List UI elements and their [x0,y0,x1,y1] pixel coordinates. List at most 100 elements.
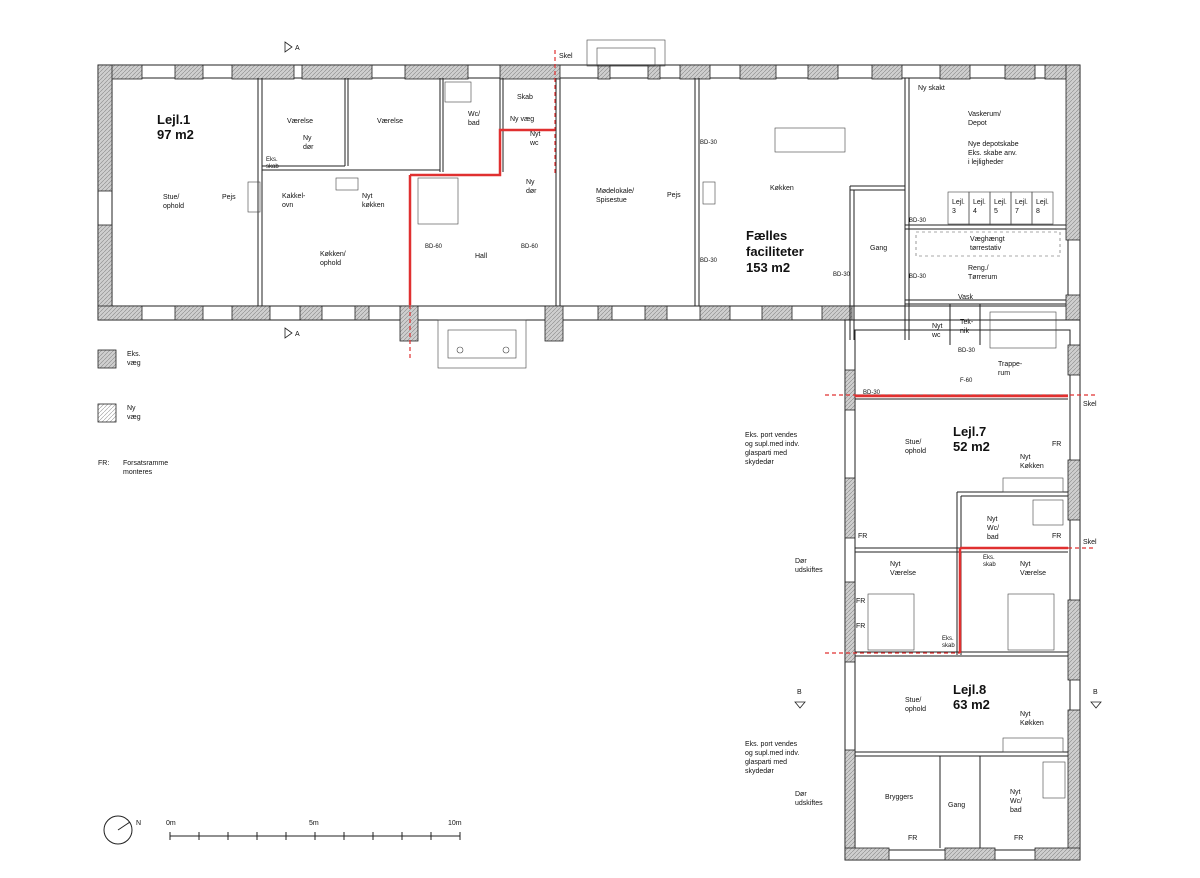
svg-text:Nyt: Nyt [987,516,998,523]
storage-locker-label: Lejl. [1036,199,1049,206]
svg-text:Depot: Depot [968,120,987,127]
legend-new-wall-swatch [97,403,117,423]
svg-text:ophold: ophold [163,203,184,210]
svg-text:Værelse: Værelse [890,570,916,577]
apt7-area: 52 m2 [953,439,990,454]
svg-text:BD-30: BD-30 [700,258,718,264]
svg-text:Ny: Ny [127,405,136,412]
apt1-name: Lejl.1 [157,112,190,127]
svg-text:Pejs: Pejs [222,194,236,201]
svg-text:skab: skab [942,643,955,649]
svg-text:Vaskerum/: Vaskerum/ [968,111,1001,118]
svg-text:Wc/: Wc/ [468,111,480,118]
svg-text:Eks. port vendes: Eks. port vendes [745,432,798,439]
svg-text:skydedør: skydedør [745,459,774,466]
svg-text:Nyt: Nyt [1020,711,1031,718]
svg-text:tørrestativ: tørrestativ [970,245,1002,252]
svg-text:køkken: køkken [362,202,385,209]
notes: Eks. port vendes og supl.med indv. glasp… [745,432,823,807]
svg-text:Wc/: Wc/ [1010,798,1022,805]
svg-text:Tørrerum: Tørrerum [968,274,997,281]
svg-text:10m: 10m [448,820,462,827]
boundary-label-mid: Skel [1083,401,1097,408]
svg-text:Nyt: Nyt [890,561,901,568]
section-marker-a-bottom: A [284,327,300,339]
svg-text:Mødelokale/: Mødelokale/ [596,188,634,195]
storage-locker [1031,191,1054,225]
svg-text:Værelse: Værelse [1020,570,1046,577]
svg-text:nik: nik [960,328,969,335]
storage-locker-label: Lejl. [973,199,986,206]
svg-text:Nyt: Nyt [362,193,373,200]
section-marker-b-left: B [794,689,806,709]
svg-text:BD-30: BD-30 [909,218,927,224]
svg-text:B: B [797,689,802,696]
door-ratings: BD-60 BD-60 BD-30 BD-30 BD-30 BD-30 BD-3… [425,140,1061,842]
svg-text:Vask: Vask [958,294,974,301]
svg-text:BD-30: BD-30 [833,272,851,278]
svg-text:N: N [136,820,141,827]
svg-text:skab: skab [266,164,279,170]
svg-text:Eks.: Eks. [983,555,995,561]
svg-text:BD-30: BD-30 [958,348,976,354]
south-wing-walls [825,319,1095,861]
svg-text:Nyt: Nyt [1010,789,1021,796]
room-hall: Hall [475,253,488,260]
svg-text:Dør: Dør [795,558,807,565]
svg-text:FR: FR [856,598,865,605]
svg-text:A: A [295,45,300,52]
svg-text:FR: FR [1052,533,1061,540]
boundary-label-top: Skel [559,53,573,60]
room-vaerelse-2: Værelse [377,118,403,125]
svg-text:glasparti med: glasparti med [745,450,787,457]
svg-text:Eks. port vendes: Eks. port vendes [745,741,798,748]
svg-text:BD-60: BD-60 [425,244,443,250]
svg-text:Gang: Gang [948,802,965,809]
room-labels: Værelse Værelse Ny dør Eks. skab Stue/ o… [163,85,1046,814]
svg-text:Køkken: Køkken [770,185,794,192]
svg-text:ophold: ophold [320,260,341,267]
svg-text:Reng./: Reng./ [968,265,989,272]
svg-text:FR: FR [856,623,865,630]
svg-text:Stue/: Stue/ [905,439,921,446]
svg-text:Forsatsramme: Forsatsramme [123,460,168,467]
svg-text:Ny væg: Ny væg [510,116,534,123]
svg-text:dør: dør [526,188,537,195]
svg-text:FR:: FR: [98,460,109,467]
svg-text:Køkken: Køkken [1020,463,1044,470]
svg-text:wc: wc [931,332,941,339]
svg-text:Væghængt: Væghængt [970,236,1005,243]
common-area: 153 m2 [746,260,790,275]
svg-text:Skab: Skab [517,94,533,101]
svg-text:Pejs: Pejs [667,192,681,199]
svg-text:Køkken/: Køkken/ [320,251,346,258]
storage-locker-label: 3 [952,208,956,215]
svg-text:skab: skab [983,562,996,568]
svg-text:Eks.: Eks. [127,351,141,358]
north-arrow-icon [103,815,133,845]
svg-text:BD-30: BD-30 [700,140,718,146]
svg-text:Nye depotskabe: Nye depotskabe [968,141,1019,148]
svg-text:væg: væg [127,414,141,421]
storage-locker-label: 5 [994,208,998,215]
svg-text:skydedør: skydedør [745,768,774,775]
svg-text:Stue/: Stue/ [905,697,921,704]
svg-text:Ny: Ny [303,135,312,142]
svg-text:5m: 5m [309,820,319,827]
svg-text:Bryggers: Bryggers [885,794,914,801]
storage-locker-label: 8 [1036,208,1040,215]
section-marker-a-top: A [284,41,300,53]
legend: Eks. væg Ny væg FR: Forsatsramme montere… [97,349,168,476]
svg-text:bad: bad [987,534,999,541]
legend-existing-wall-swatch [97,349,117,369]
room-vaerelse-1: Værelse [287,118,313,125]
svg-text:Ny: Ny [526,179,535,186]
storage-locker-label: Lejl. [952,199,965,206]
svg-text:A: A [295,331,300,338]
svg-text:BD-30: BD-30 [863,390,881,396]
common-title-2: faciliteter [746,244,804,259]
section-marker-b-right: B [1090,689,1102,709]
svg-text:udskiftes: udskiftes [795,800,823,807]
